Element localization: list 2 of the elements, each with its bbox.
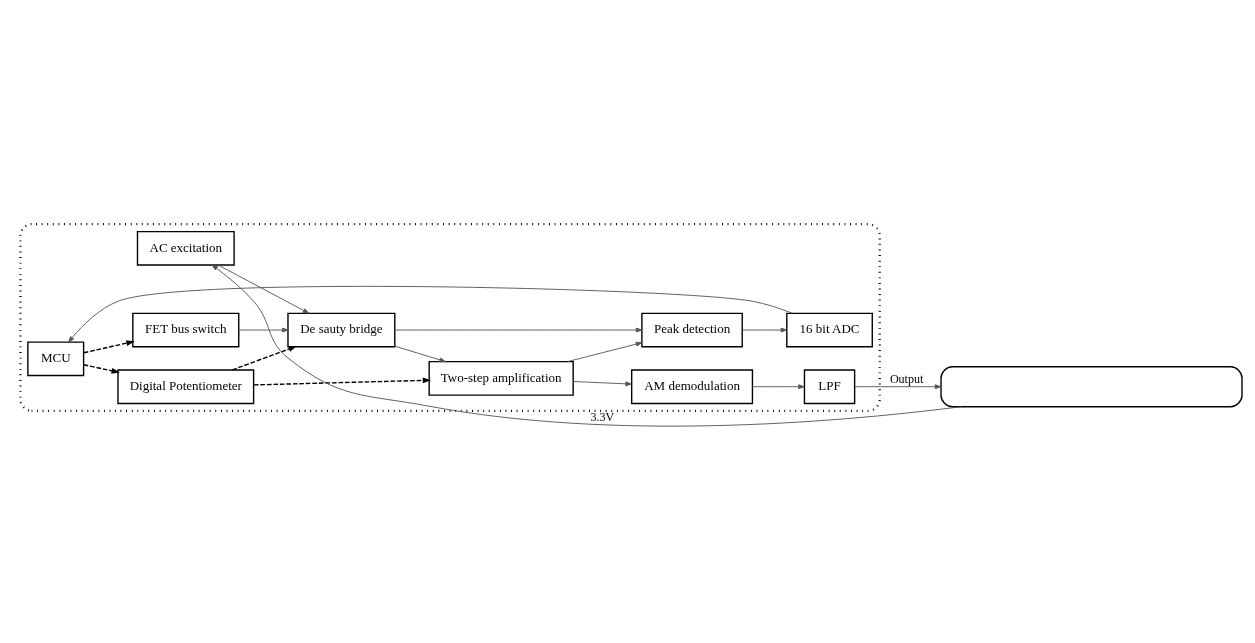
edge-label: 3.3V <box>590 409 615 424</box>
edge-label: Output <box>889 372 924 387</box>
